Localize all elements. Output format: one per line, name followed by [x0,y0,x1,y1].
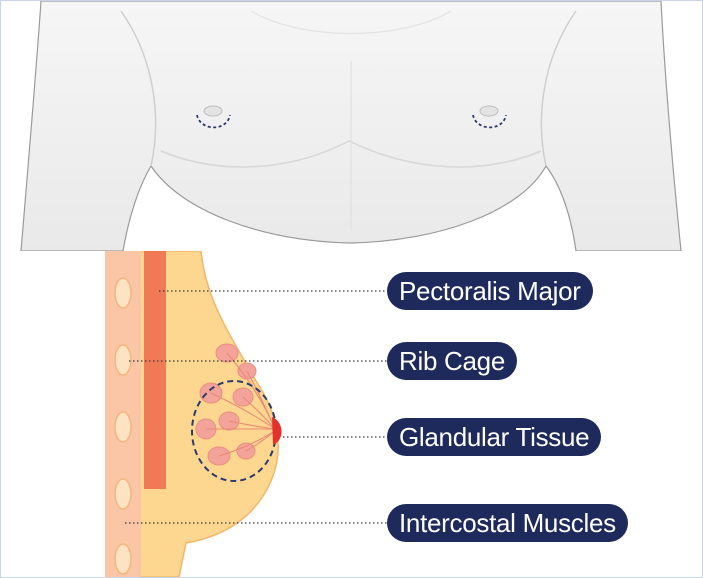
label-rib-cage: Rib Cage [387,342,517,380]
rib-3 [114,411,132,443]
rib-2 [114,344,132,376]
breast-cross-section [105,251,387,577]
label-pectoralis-major: Pectoralis Major [387,272,593,310]
left-arm-contour [120,10,157,167]
right-nipple [479,105,499,117]
rib-4 [114,478,132,510]
leader-lines [125,290,387,524]
rib-1 [114,277,132,309]
pectoralis-muscle [144,251,166,489]
rib-5 [114,543,132,575]
right-incision-line [472,114,507,129]
right-arm-contour [540,10,577,167]
collar-contour [250,10,452,35]
label-intercostal-muscles: Intercostal Muscles [387,504,628,542]
nipple-areola [272,417,282,445]
ribs [114,277,132,575]
left-nipple [203,105,223,117]
left-incision-line [196,114,231,129]
chest-contour [160,140,542,168]
label-glandular-tissue: Glandular Tissue [387,418,602,456]
torso-illustration [20,1,682,251]
gland-lobes [195,343,257,466]
